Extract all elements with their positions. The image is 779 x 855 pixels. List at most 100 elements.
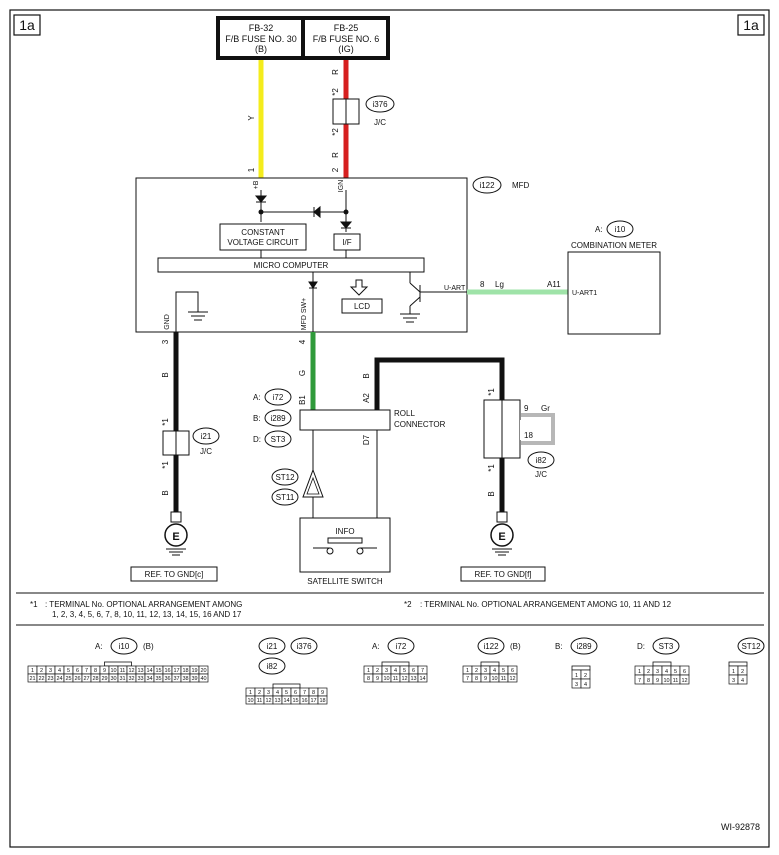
connector-pin-number: 6: [294, 690, 297, 696]
note2-text: : TERMINAL No. OPTIONAL ARRANGEMENT AMON…: [420, 600, 672, 609]
connector-pin-number: 15: [292, 698, 298, 704]
connector-pin-number: 32: [128, 676, 134, 682]
connector-pin-number: 10: [491, 676, 497, 682]
connector-pin-number: 27: [83, 676, 89, 682]
connector-pin-number: 11: [257, 698, 263, 704]
fuse-fb32-name: F/B FUSE NO. 30: [225, 34, 297, 44]
roll-name-line1: ROLL: [394, 409, 415, 418]
ground-symbol-left: E: [164, 511, 188, 556]
connector-prefix: B:: [555, 642, 563, 651]
ref-gnd-f: REF. TO GND[f]: [474, 570, 531, 579]
connector-id: i82: [267, 662, 278, 671]
wire-lg-label: Lg: [495, 280, 504, 289]
wire-gnd-star-bottom: *1: [161, 461, 170, 469]
jc-i21: i21 J/C: [162, 427, 220, 456]
connector-pin-number: 25: [65, 676, 71, 682]
connector-pin-number: 4: [493, 668, 496, 674]
connector-pin-number: 5: [285, 690, 288, 696]
connector-pin-cell: [417, 673, 428, 683]
jc82-label: J/C: [535, 470, 547, 479]
connector-latch: [381, 661, 410, 667]
lcd-label: LCD: [354, 302, 370, 311]
connector-pin-number: 9: [376, 676, 379, 682]
connector-pin-number: 19: [191, 668, 197, 674]
connector-pin-number: 7: [466, 676, 469, 682]
fuse-fb32-code: FB-32: [249, 23, 274, 33]
connector-pin-number: 23: [47, 676, 53, 682]
st-refs: ST12 ST11: [271, 468, 324, 506]
wire-jc82-star-top: *1: [487, 388, 496, 396]
connector-id-oval: [570, 637, 598, 655]
connector-pin-number: 34: [146, 676, 152, 682]
connector-pin-number: 31: [119, 676, 125, 682]
roll-ref-b-id: i289: [270, 414, 286, 423]
wire-r-label-top: R: [331, 69, 340, 75]
connector-id-oval: [652, 637, 680, 655]
connector-pin-number: 8: [475, 676, 478, 682]
connector-pin-number: 12: [681, 678, 687, 684]
connector-pin-number: 3: [732, 678, 735, 684]
connector-prefix: A:: [95, 642, 103, 651]
wire-r-star-top: *2: [331, 88, 340, 96]
connector-pin-number: 3: [385, 668, 388, 674]
wire-lg-pin-a11: A11: [547, 280, 561, 289]
connector-pin-number: 21: [29, 676, 35, 682]
connector-pin-number: 13: [274, 698, 280, 704]
micro-computer-box: [157, 257, 425, 273]
connector-pin-number: 4: [741, 678, 744, 684]
connector-pin-number: 17: [310, 698, 316, 704]
connector-pin-number: 5: [67, 668, 70, 674]
mfd-pin-sw: MFD SW+: [301, 298, 308, 330]
connector-pin-number: 38: [182, 676, 188, 682]
wire-gr-loop: [521, 413, 555, 445]
connector-pin-number: 14: [146, 668, 152, 674]
wire-roll-label: B: [362, 373, 371, 378]
connector-pin-number: 26: [74, 676, 80, 682]
mfd-ground-symbol: [175, 291, 208, 332]
wire-r-label-bottom: R: [331, 152, 340, 158]
connector-pin-cell: [679, 674, 690, 685]
connector-pin-number: 17: [173, 668, 179, 674]
connector-pin-number: 30: [110, 676, 116, 682]
fuse-box: FB-32 F/B FUSE NO. 30 (B) FB-25 F/B FUSE…: [216, 16, 390, 60]
connector-pin-number: 8: [647, 678, 650, 684]
connector-latch: [272, 683, 301, 689]
connector-pin-number: 12: [265, 698, 271, 704]
connector-pin-number: 7: [421, 668, 424, 674]
lcd-arrow: [349, 279, 369, 296]
wire-gnd-pin: 3: [161, 339, 170, 344]
connector-pin-number: 11: [673, 678, 679, 684]
connector-pin-number: 2: [376, 668, 379, 674]
connector-id-oval: [258, 657, 286, 675]
connector-latch: [571, 665, 591, 671]
roll-d7: D7: [362, 434, 371, 445]
mfd-pin-uart: U-ART: [444, 285, 466, 292]
mfd-id: i122: [479, 181, 495, 190]
fuse-fb32-type: (B): [255, 44, 267, 54]
connector-pin-number: 3: [656, 669, 659, 675]
connector-pin-number: 8: [367, 676, 370, 682]
connector-pin-number: 28: [92, 676, 98, 682]
jc-i376: i376 J/C: [332, 95, 395, 127]
connector-pin-number: 12: [509, 676, 515, 682]
ground-left-letter: E: [172, 531, 179, 543]
connector-pin-number: 9: [656, 678, 659, 684]
connector-pin-number: 13: [137, 668, 143, 674]
connector-pin-number: 1: [638, 669, 641, 675]
wire-r-pin: 2: [331, 167, 340, 172]
st12-ref: ST12: [275, 473, 295, 482]
roll-connector: A: i72 B: i289 D: ST3 ROLL CONNECTOR D7: [253, 388, 446, 448]
if-label: I/F: [342, 238, 351, 247]
connector-id-oval: [387, 637, 415, 655]
mfd-pin-ign: IGN: [338, 180, 345, 192]
mfd-internal-circuit: [254, 190, 353, 258]
connector-id-oval: [290, 637, 318, 655]
wire-b-roll-to-jc82: [374, 357, 505, 410]
connector-pin-number: 7: [85, 668, 88, 674]
fuse-fb25-type: (IG): [338, 44, 354, 54]
connector-pin-number: 33: [137, 676, 143, 682]
connector-pin-number: 1: [249, 690, 252, 696]
st11-ref: ST11: [276, 493, 295, 502]
wire-y-pin: 1: [247, 167, 256, 172]
